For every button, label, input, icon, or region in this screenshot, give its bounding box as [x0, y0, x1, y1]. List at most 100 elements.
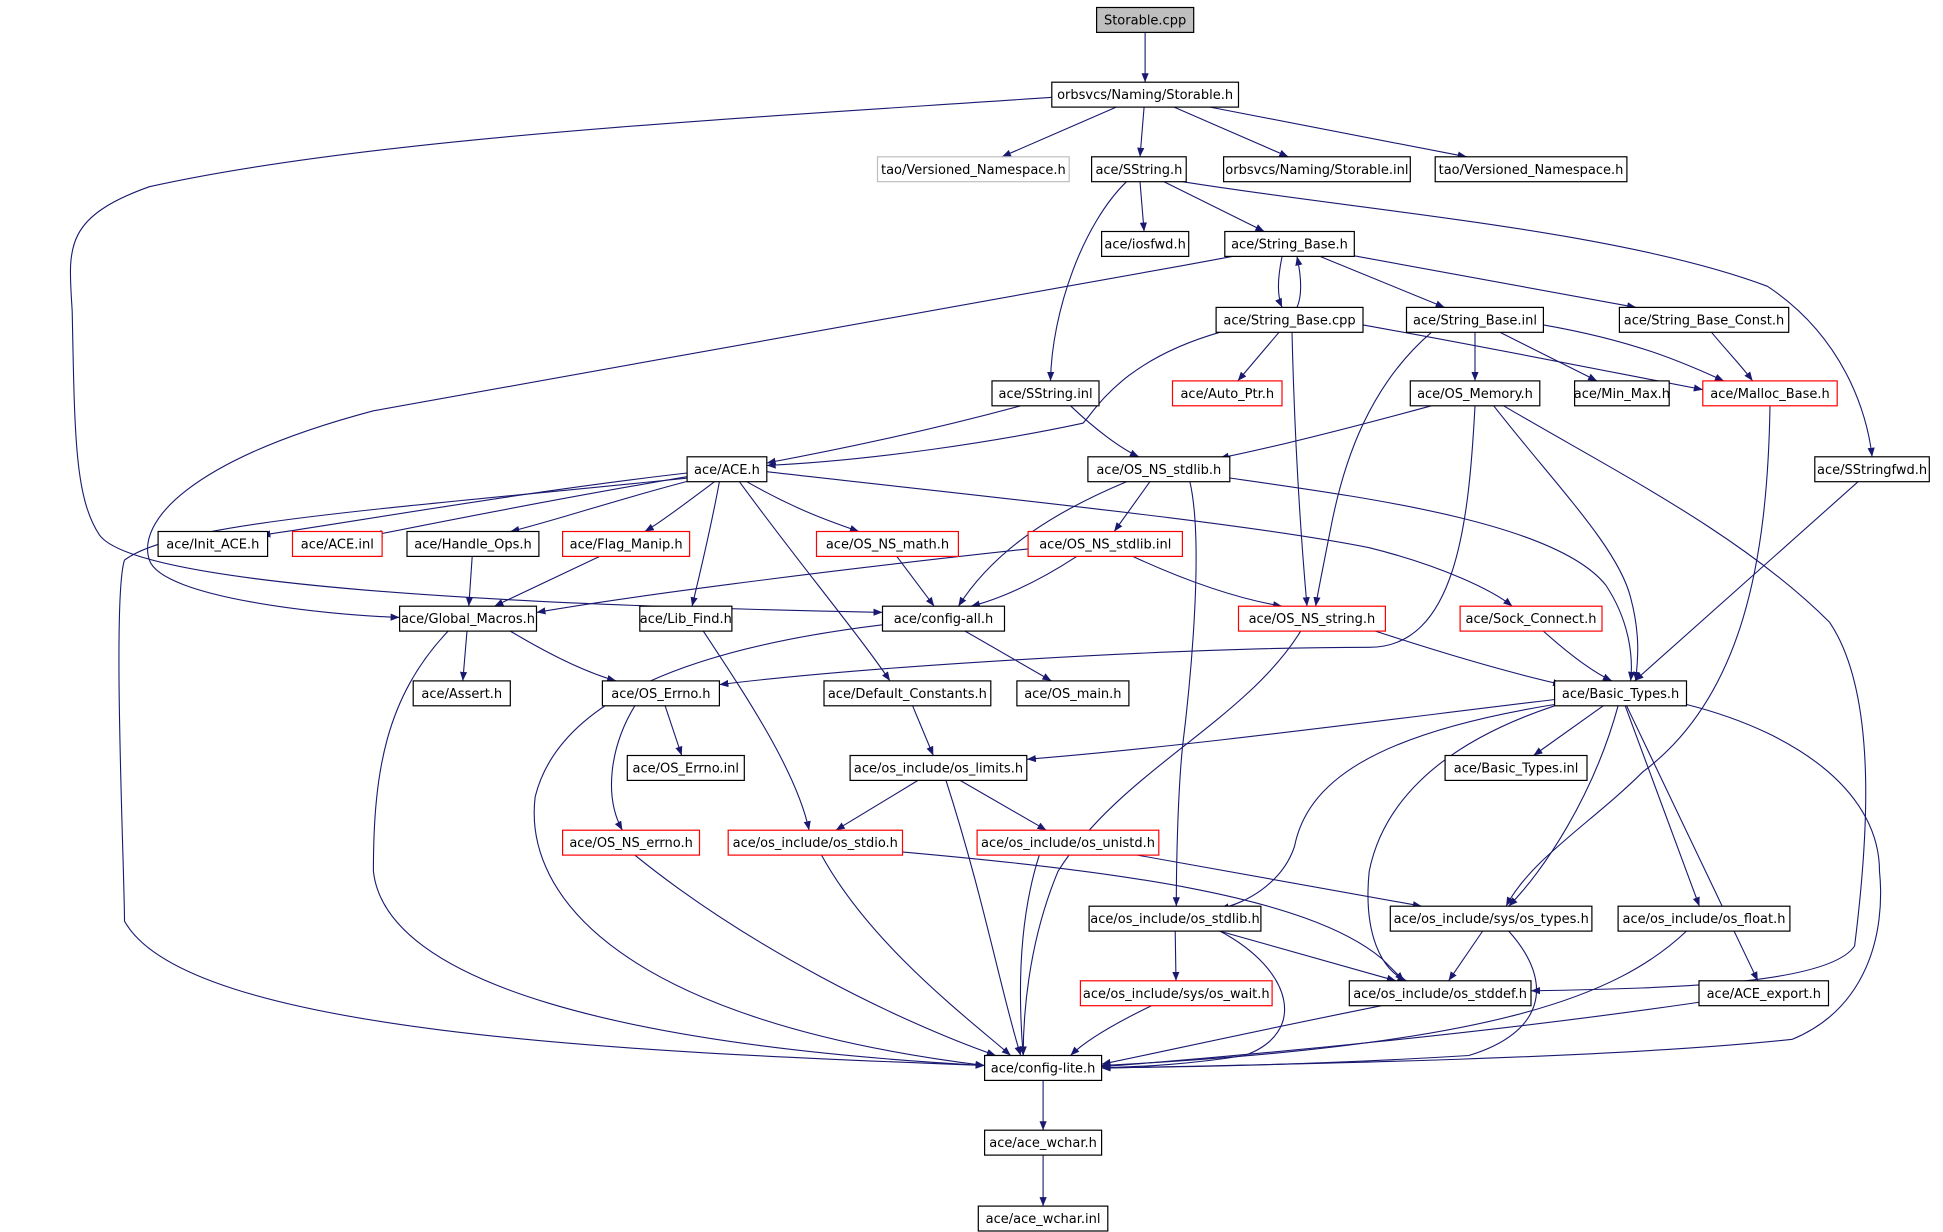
node-os-stdlib-inc[interactable]: ace/os_include/os_stdlib.h [1088, 905, 1262, 932]
node-string-base-cpp[interactable]: ace/String_Base.cpp [1215, 306, 1364, 333]
node-os-float[interactable]: ace/os_include/os_float.h [1617, 905, 1791, 932]
node-label: Storable.cpp [1104, 13, 1186, 28]
node-string-base-inl[interactable]: ace/String_Base.inl [1405, 306, 1544, 333]
edge-os_types-to-os_stddef [1448, 930, 1484, 982]
edge-os_stdlib_inc-to-os_stddef [1219, 930, 1397, 982]
node-os-ns-stdlib-inl[interactable]: ace/OS_NS_stdlib.inl [1027, 530, 1183, 557]
node-os-ns-math[interactable]: ace/OS_NS_math.h [815, 530, 959, 557]
edge-lib_find-to-os_stdio [702, 630, 811, 831]
node-os-types[interactable]: ace/os_include/sys/os_types.h [1389, 905, 1593, 932]
node-ace-h[interactable]: ace/ACE.h [686, 456, 768, 483]
node-box [1405, 306, 1544, 333]
edge-sstring_h-to-sstring_inl [1047, 181, 1127, 381]
edge-ace_h-to-os_ns_math [746, 481, 860, 533]
node-auto-ptr[interactable]: ace/Auto_Ptr.h [1171, 380, 1283, 407]
node-box [1088, 905, 1262, 932]
node-label: orbsvcs/Naming/Storable.inl [1225, 163, 1408, 178]
node-box [727, 829, 904, 856]
node-os-stddef[interactable]: ace/os_include/os_stddef.h [1348, 980, 1532, 1007]
node-box [983, 1129, 1103, 1156]
node-storable-inl[interactable]: orbsvcs/Naming/Storable.inl [1222, 156, 1411, 183]
edge-sock_connect-to-basic_types_h [1543, 630, 1613, 682]
node-os-limits[interactable]: ace/os_include/os_limits.h [849, 754, 1028, 781]
node-config-lite[interactable]: ace/config-lite.h [983, 1054, 1103, 1081]
node-iosfwd[interactable]: ace/iosfwd.h [1100, 230, 1190, 257]
node-os-errno-inl[interactable]: ace/OS_Errno.inl [626, 754, 745, 781]
edge-malloc_base-to-os_types [1505, 405, 1771, 907]
node-global-macros[interactable]: ace/Global_Macros.h [399, 605, 538, 632]
node-handle-ops[interactable]: ace/Handle_Ops.h [406, 530, 540, 557]
node-sstring-inl[interactable]: ace/SString.inl [991, 380, 1100, 407]
node-label: ace/String_Base.h [1231, 238, 1348, 253]
node-label: ace/OS_NS_string.h [1249, 612, 1376, 627]
node-os-errno-h[interactable]: ace/OS_Errno.h [601, 680, 721, 707]
edge-os_stdio-to-config_lite [821, 854, 1012, 1056]
edge-os_unistd-to-os_types [1137, 854, 1422, 909]
edge-basic_types_h-to-basic_types_inl [1533, 705, 1604, 756]
node-label: ace/OS_Errno.inl [633, 762, 739, 777]
node-ace-export[interactable]: ace/ACE_export.h [1698, 980, 1830, 1007]
node-label: ace/OS_NS_stdlib.inl [1039, 537, 1171, 552]
edge-handle_ops-to-global_macros [465, 556, 474, 607]
node-basic-types-inl[interactable]: ace/Basic_Types.inl [1444, 754, 1588, 781]
edge-string_base_inl-to-min_max [1499, 331, 1598, 382]
node-min-max[interactable]: ace/Min_Max.h [1573, 380, 1670, 407]
edge-sstring_h-to-iosfwd [1139, 181, 1147, 232]
node-os-main[interactable]: ace/OS_main.h [1016, 680, 1130, 707]
node-ace-wchar-inl[interactable]: ace/ace_wchar.inl [977, 1205, 1109, 1232]
node-os-memory[interactable]: ace/OS_Memory.h [1409, 380, 1541, 407]
node-os-ns-string[interactable]: ace/OS_NS_string.h [1237, 605, 1386, 632]
node-init-ace[interactable]: ace/Init_ACE.h [157, 530, 269, 557]
node-malloc-base[interactable]: ace/Malloc_Base.h [1702, 380, 1838, 407]
node-lib-find[interactable]: ace/Lib_Find.h [639, 605, 733, 632]
node-box [291, 530, 383, 557]
node-flag-manip[interactable]: ace/Flag_Manip.h [561, 530, 691, 557]
node-box [686, 456, 768, 483]
edges-layer [69, 32, 1882, 1207]
edge-storable_h-to-tao_vn [1209, 106, 1467, 159]
edge-ace_h-to-handle_ops [510, 479, 691, 533]
edge-default_constants-to-os_limits [912, 705, 934, 756]
node-label: ace/os_include/os_stddef.h [1353, 987, 1527, 1002]
node-ace-wchar-h[interactable]: ace/ace_wchar.h [983, 1129, 1103, 1156]
node-os-stdio[interactable]: ace/os_include/os_stdio.h [727, 829, 904, 856]
node-storable-cpp[interactable]: Storable.cpp [1095, 6, 1195, 33]
edge-os_ns_stdlib_inl-to-config_all [970, 555, 1078, 608]
edge-basic_types_h-to-os_stdlib_inc [1219, 703, 1555, 911]
edge-os_ns_stdlib_h-to-basic_types_h [1229, 477, 1636, 681]
node-box [1087, 456, 1231, 483]
edge-os_stdlib_inc-to-os_wait [1172, 930, 1180, 981]
node-tao-vn-gray[interactable]: tao/Versioned_Namespace.h [876, 156, 1070, 183]
edge-basic_types_h-to-os_limits [1026, 698, 1555, 763]
node-config-all[interactable]: ace/config-all.h [881, 605, 1006, 632]
node-basic-types-h[interactable]: ace/Basic_Types.h [1553, 680, 1688, 707]
node-label: ace/Assert.h [421, 687, 502, 702]
node-os-unistd[interactable]: ace/os_include/os_unistd.h [976, 829, 1160, 856]
node-box [1814, 456, 1930, 483]
node-os-wait[interactable]: ace/os_include/sys/os_wait.h [1079, 980, 1273, 1007]
node-label: ace/Default_Constants.h [828, 687, 987, 702]
node-box [849, 754, 1028, 781]
node-sstring-h[interactable]: ace/SString.h [1090, 156, 1187, 183]
node-string-base-h[interactable]: ace/String_Base.h [1224, 230, 1355, 257]
node-box [1444, 754, 1588, 781]
node-storable-h[interactable]: orbsvcs/Naming/Storable.h [1051, 81, 1240, 108]
node-label: ace/ACE.h [694, 463, 760, 478]
node-tao-vn[interactable]: tao/Versioned_Namespace.h [1434, 156, 1628, 183]
node-label: ace/Malloc_Base.h [1710, 387, 1830, 402]
edge-os_stdio-to-os_stddef [896, 850, 1405, 982]
node-default-constants[interactable]: ace/Default_Constants.h [823, 680, 992, 707]
node-label: orbsvcs/Naming/Storable.h [1057, 88, 1233, 103]
node-os-ns-errno[interactable]: ace/OS_NS_errno.h [561, 829, 701, 856]
node-label: tao/Versioned_Namespace.h [1439, 163, 1624, 178]
node-os-ns-stdlib-h[interactable]: ace/OS_NS_stdlib.h [1087, 456, 1231, 483]
node-ace-inl[interactable]: ace/ACE.inl [291, 530, 383, 557]
node-sock-connect[interactable]: ace/Sock_Connect.h [1459, 605, 1603, 632]
edge-sstring_h-to-sstringfwd [1182, 181, 1875, 457]
edge-os_memory-to-os_errno_h [719, 405, 1476, 688]
node-sstringfwd[interactable]: ace/SStringfwd.h [1814, 456, 1930, 483]
node-string-base-const[interactable]: ace/String_Base_Const.h [1618, 306, 1790, 333]
edge-string_base_cpp-to-ace_h [766, 331, 1220, 469]
node-assert-h[interactable]: ace/Assert.h [412, 680, 511, 707]
node-box [1573, 380, 1670, 407]
